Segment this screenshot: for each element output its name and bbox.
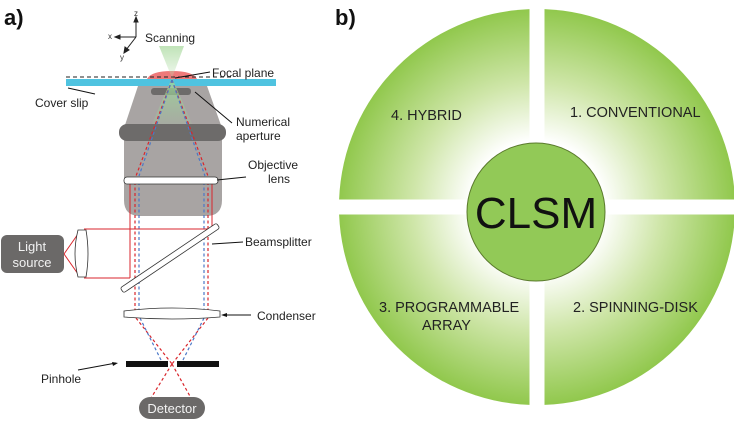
pinhole-left: [126, 361, 168, 367]
panel-b: b) CLSM 1. CONVENTIONAL 2. SPINNING-DISK…: [335, 5, 734, 405]
light-source-label-2: source: [12, 255, 51, 270]
pinhole-right: [177, 361, 219, 367]
condenser-arrow-icon: [221, 313, 227, 317]
light-source-box: [1, 235, 64, 273]
detector-box: [139, 397, 205, 419]
axis-z-label: z: [134, 9, 138, 18]
beamsplitter-label: Beamsplitter: [245, 235, 312, 249]
leader-lines: [67, 71, 251, 371]
quadrant-conventional: [544, 9, 734, 200]
cover-slip-label: Cover slip: [35, 96, 89, 110]
objective-lens-label-2: lens: [268, 172, 290, 186]
panel-a: a) z x y Scanning: [1, 5, 316, 419]
panel-b-label: b): [335, 5, 356, 30]
focal-plane-label: Focal plane: [212, 66, 274, 80]
objective-lens: [123, 176, 219, 185]
quadrant-2-label: 2. SPINNING-DISK: [573, 300, 698, 316]
condenser-label: Condenser: [257, 309, 316, 323]
objective-lens-label-1: Objective: [248, 158, 298, 172]
quadrant-hybrid: [339, 9, 530, 200]
light-source-label-1: Light: [18, 239, 47, 254]
scan-cone-bottom: [152, 78, 192, 124]
beamsplitter: [120, 223, 220, 293]
axes-icon: [113, 15, 139, 54]
center-label: CLSM: [475, 189, 597, 238]
illumination-path: [63, 182, 213, 279]
beam-paths: [134, 79, 209, 399]
pinhole-label: Pinhole: [41, 372, 81, 386]
panel-a-label: a): [4, 5, 24, 30]
source-lens: [74, 229, 89, 278]
quadrant-1-label: 1. CONVENTIONAL: [570, 105, 701, 121]
axis-y-label: y: [120, 53, 124, 62]
quadrant-spinning-disk: [544, 214, 734, 405]
quadrant-3-label-2: ARRAY: [422, 318, 471, 334]
detector-label: Detector: [147, 401, 197, 416]
center-circle: [466, 142, 606, 282]
scanning-label: Scanning: [145, 31, 195, 45]
objective-collar: [119, 124, 226, 141]
quadrant-4-label: 4. HYBRID: [391, 108, 462, 124]
numerical-aperture-label-2: aperture: [236, 129, 281, 143]
condenser-lens: [123, 307, 221, 320]
quadrant-programmable-array: [339, 214, 530, 405]
scan-cone-top: [159, 46, 184, 78]
pinhole-arrow-icon: [112, 362, 118, 366]
numerical-aperture-label-1: Numerical: [236, 115, 290, 129]
axis-x-label: x: [108, 32, 112, 41]
quadrant-3-label-1: 3. PROGRAMMABLE: [379, 300, 520, 316]
